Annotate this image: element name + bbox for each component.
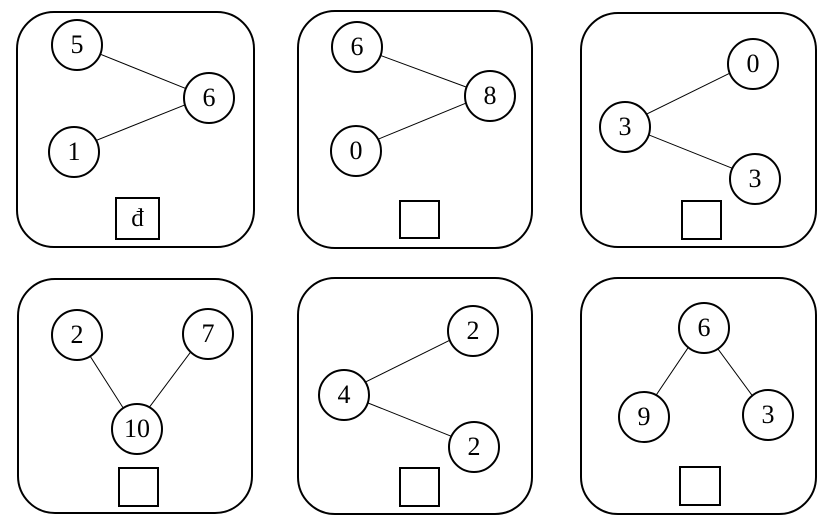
number-node: 9	[618, 391, 670, 443]
number-node: 6	[331, 21, 383, 73]
answer-box[interactable]	[679, 466, 721, 506]
number-node: 2	[447, 305, 499, 357]
answer-box[interactable]	[118, 467, 159, 507]
number-node: 6	[183, 72, 235, 124]
number-node: 1	[48, 126, 100, 178]
number-node: 0	[727, 38, 779, 90]
number-node: 3	[729, 153, 781, 205]
panel-6: 6 9 3	[580, 277, 817, 515]
panel-4: 2 7 10	[17, 278, 253, 514]
panel-1: 5 6 1 đ	[16, 11, 255, 248]
answer-box[interactable]	[399, 467, 440, 507]
number-node: 0	[330, 125, 382, 177]
number-node: 2	[51, 309, 103, 361]
number-node: 7	[182, 308, 234, 360]
number-node: 3	[599, 101, 651, 153]
number-node: 2	[448, 421, 500, 473]
panel-3: 0 3 3	[580, 12, 817, 248]
number-node: 4	[318, 369, 370, 421]
answer-box[interactable]	[399, 200, 440, 239]
number-node: 3	[742, 389, 794, 441]
answer-box[interactable]	[681, 200, 722, 240]
number-node: 6	[678, 302, 730, 354]
panel-5: 2 4 2	[297, 277, 533, 515]
number-node: 8	[464, 70, 516, 122]
number-node: 10	[111, 403, 163, 455]
answer-box[interactable]: đ	[115, 197, 160, 240]
panel-2: 6 8 0	[297, 10, 533, 249]
number-node: 5	[51, 19, 103, 71]
